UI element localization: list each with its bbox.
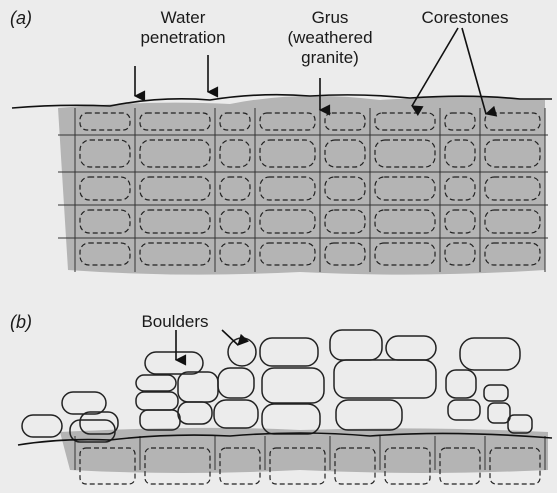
boulder [214,400,258,428]
boulder [260,338,318,366]
boulder [178,372,218,402]
boulder [228,338,256,366]
boulder [508,415,532,433]
boulder [488,403,510,423]
boulder [218,368,254,398]
boulder [330,330,382,360]
panel-b-label: (b) [10,312,32,332]
boulder [460,338,520,370]
boulder [386,336,436,360]
boulder [145,352,203,374]
boulder [484,385,508,401]
boulders-label: Boulders [130,312,220,332]
boulder [140,410,180,430]
boulder [136,375,176,391]
grus-zone-a [58,96,545,275]
grus-label: Grus (weathered granite) [275,8,385,68]
boulder [334,360,436,398]
corestones-label: Corestones [405,8,525,28]
boulder [22,415,62,437]
panel-b-diagram [18,330,552,484]
panel-a-label: (a) [10,8,32,28]
boulder [336,400,402,430]
boulder [262,368,324,403]
boulder [178,402,212,424]
corestone-arrow-1 [412,28,458,106]
boulder [62,392,106,414]
boulder [448,400,480,420]
boulder [136,392,178,410]
water-penetration-label: Water penetration [128,8,238,48]
boulder-arrow-2 [222,330,238,345]
boulder [446,370,476,398]
